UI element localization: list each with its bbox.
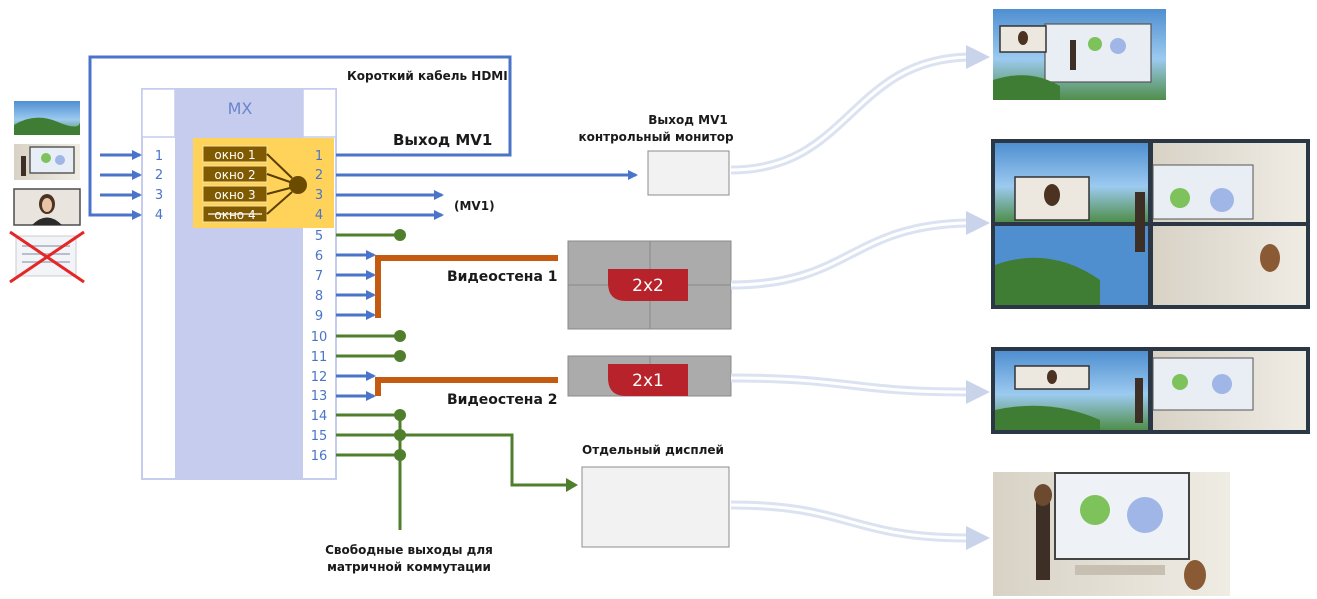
free-outputs-label-line1: Свободные выходы для xyxy=(325,543,493,557)
blue-signal-lines xyxy=(88,55,638,401)
window-boxes: окно 1 окно 2 окно 3 окно 4 xyxy=(202,145,268,223)
config-badge xyxy=(608,364,688,396)
output-port-number: 9 xyxy=(315,309,323,324)
disabled-document-icon xyxy=(9,230,85,284)
output-port-numbers: 1 2 3 4 5 6 7 8 9 10 11 12 13 14 15 16 xyxy=(311,149,328,464)
output-port-number: 5 xyxy=(315,229,323,244)
input-port-number: 3 xyxy=(155,188,163,203)
short-hdmi-loop xyxy=(88,55,512,220)
person-thumbnail-icon xyxy=(13,188,81,226)
green-arrowhead xyxy=(566,478,578,492)
landscape-thumbnail-icon xyxy=(14,101,81,135)
output-port-number: 12 xyxy=(311,370,328,385)
output-port-number: 16 xyxy=(311,449,328,464)
output-port-number: 13 xyxy=(311,389,328,404)
videowall1-bracket xyxy=(375,255,558,318)
single-display-result-icon xyxy=(993,472,1230,596)
output-port-number: 6 xyxy=(315,249,323,264)
output-port-number: 15 xyxy=(311,429,328,444)
matrix-switcher: MX окно 1 окно 2 окно 3 окно 4 xyxy=(141,88,337,480)
mv1-monitor-box xyxy=(647,150,730,196)
output-port-number: 2 xyxy=(315,168,323,183)
output-port-number: 4 xyxy=(315,208,323,223)
videowall2-label: Видеостена 2 xyxy=(447,392,558,408)
input-port-number: 2 xyxy=(155,168,163,183)
window-label: окно 2 xyxy=(214,168,255,182)
input-sources xyxy=(9,101,85,284)
single-display-label: Отдельный дисплей xyxy=(582,443,724,457)
videowall-brackets xyxy=(375,255,558,396)
videowall2-bracket xyxy=(375,377,558,396)
green-free-lines xyxy=(336,233,568,530)
mv1-paren-label: (MV1) xyxy=(454,199,495,213)
free-outputs-label-line2: матричной коммутации xyxy=(327,560,491,574)
input-port-numbers: 1 2 3 4 xyxy=(155,149,163,223)
input-port-number: 1 xyxy=(155,149,163,164)
mv1-monitor-label-line2: контрольный монитор xyxy=(578,130,734,144)
diagram-labels: Короткий кабель HDMI Выход MV1 Выход MV1… xyxy=(325,69,734,574)
output-port-number: 1 xyxy=(315,149,323,164)
videowall1-box: 2x2 xyxy=(567,240,732,330)
green-junctions xyxy=(394,229,406,461)
flow-ribbons xyxy=(730,52,969,543)
window-merge-arrows xyxy=(266,153,307,215)
config-badge xyxy=(608,269,688,301)
flow-arrowheads xyxy=(966,45,990,550)
multiview-result-icon xyxy=(993,9,1166,100)
single-display-box xyxy=(581,466,730,548)
videowall-2x1-result-icon xyxy=(991,347,1310,434)
classroom-thumbnail-icon xyxy=(14,144,80,180)
output-port-number: 7 xyxy=(315,269,323,284)
videowall1-label: Видеостена 1 xyxy=(447,269,558,285)
wall1-config-label: 2x2 xyxy=(632,276,664,296)
videowall2-box: 2x1 xyxy=(567,355,732,397)
mv1-monitor-label-line1: Выход MV1 xyxy=(648,113,727,127)
matrix-title: MX xyxy=(228,99,253,118)
window-label-disabled: окно 4 xyxy=(214,208,255,222)
videowall-2x2-result-icon xyxy=(991,139,1310,309)
output-port-number: 11 xyxy=(311,350,328,365)
output-port-number: 8 xyxy=(315,289,323,304)
output-port-number: 3 xyxy=(315,188,323,203)
wall2-config-label: 2x1 xyxy=(632,371,664,391)
window-label: окно 3 xyxy=(214,188,255,202)
window-label: окно 1 xyxy=(214,148,255,162)
short-hdmi-label: Короткий кабель HDMI xyxy=(347,69,508,83)
output-port-number: 14 xyxy=(311,409,328,424)
output-port-number: 10 xyxy=(311,330,328,345)
mv1-output-label: Выход MV1 xyxy=(393,131,492,149)
input-port-number: 4 xyxy=(155,208,163,223)
